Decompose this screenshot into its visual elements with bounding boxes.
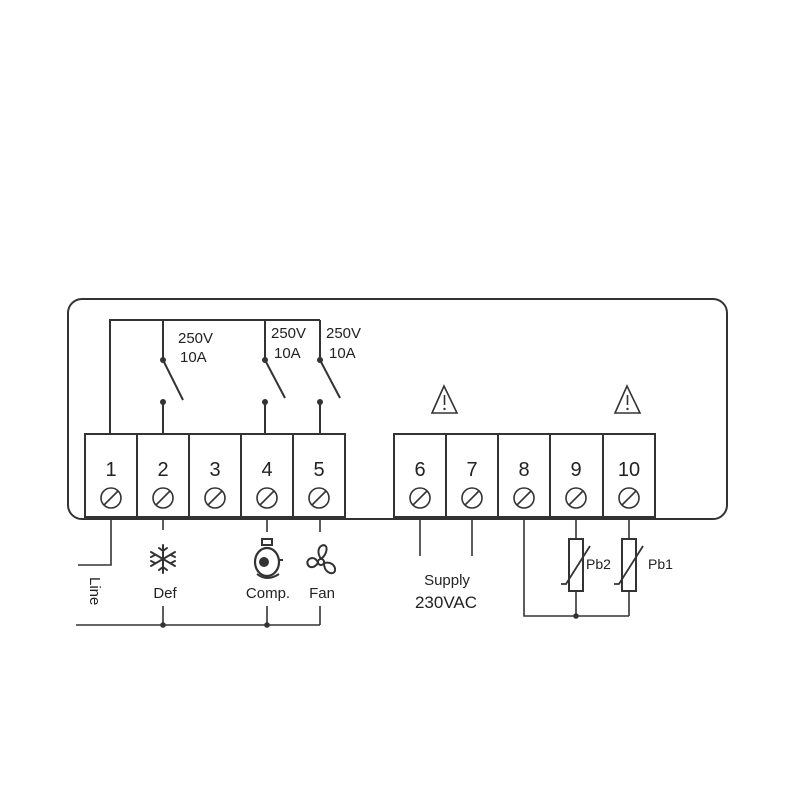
terminal-number: 6 [414, 459, 425, 481]
terminal-number: 4 [261, 459, 272, 481]
comp-label: Comp. [246, 585, 290, 602]
fan-label: Fan [309, 585, 335, 602]
relay-3-current: 10A [329, 345, 356, 362]
screw-terminal-icon [409, 487, 431, 509]
warning-icon [430, 384, 459, 414]
terminal-number: 1 [105, 459, 116, 481]
snowflake-icon [150, 544, 176, 574]
screw-terminal-icon [461, 487, 483, 509]
relay-2-voltage: 250V [271, 325, 306, 342]
screw-terminal-icon [100, 487, 122, 509]
relay-contact-fan [317, 320, 341, 434]
relay-1-current: 10A [180, 349, 207, 366]
terminal-number: 3 [209, 459, 220, 481]
supply-label: Supply [424, 572, 470, 589]
relay-2-current: 10A [274, 345, 301, 362]
supply-voltage-label: 230VAC [415, 593, 477, 612]
thermistor-symbol [561, 538, 591, 592]
screw-terminal-icon [152, 487, 174, 509]
controller-housing [67, 298, 728, 520]
terminal-number: 2 [157, 459, 168, 481]
compressor-icon [253, 538, 283, 579]
line-wire [78, 517, 112, 566]
probe-common-wire [523, 517, 629, 617]
terminal-number: 10 [618, 459, 640, 481]
warning-icon [613, 384, 642, 414]
fan-icon [306, 544, 336, 575]
screw-terminal-icon [256, 487, 278, 509]
screw-terminal-icon [308, 487, 330, 509]
screw-terminal-icon [618, 487, 640, 509]
screw-terminal-icon [513, 487, 535, 509]
line-label: Line [86, 577, 103, 605]
screw-terminal-icon [204, 487, 226, 509]
terminal-number: 9 [570, 459, 581, 481]
relay-1-voltage: 250V [178, 330, 213, 347]
relay-3-voltage: 250V [326, 325, 361, 342]
probe-1-label: Pb1 [648, 556, 673, 572]
relay-contact-def [160, 320, 184, 434]
probe-2-label: Pb2 [586, 556, 611, 572]
thermistor-symbol [614, 538, 644, 592]
terminal-number: 7 [466, 459, 477, 481]
screw-terminal-icon [565, 487, 587, 509]
def-label: Def [153, 585, 177, 602]
terminal-number: 8 [518, 459, 529, 481]
terminal-number: 5 [313, 459, 324, 481]
relay-contact-comp [262, 320, 286, 434]
terminal-block-left [84, 433, 346, 518]
relay-common-bus [109, 319, 320, 434]
